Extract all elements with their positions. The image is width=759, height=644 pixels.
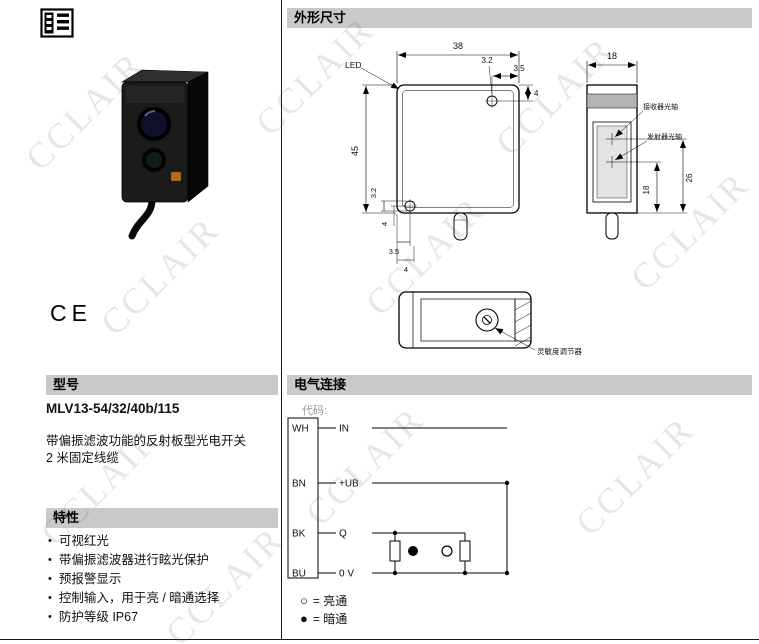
filled-circle-icon: ● <box>300 610 308 626</box>
front-dim-lines <box>360 51 533 264</box>
bullet-icon: • <box>48 554 52 566</box>
wire-label: BK <box>292 529 306 540</box>
section-title: 外形尺寸 <box>294 10 347 25</box>
product-photo <box>120 69 209 240</box>
mode-symbols <box>408 545 453 557</box>
dim-hole-edge-bottom: 4 <box>380 222 389 226</box>
sensor-body <box>120 69 209 203</box>
legend-label: = 亮通 <box>312 594 348 608</box>
legend-row-light-on: ○ = 亮通 <box>300 592 347 609</box>
front-dim-labels: LED 38 3.2 3.5 4 45 3.2 4 3.5 4 <box>345 41 539 274</box>
light-on-dot-icon <box>441 545 453 557</box>
sensitivity-adjuster-label: 灵敏度调节器 <box>537 346 582 356</box>
led-label: LED <box>345 60 362 70</box>
list-item: • 防护等级 IP67 <box>48 608 278 627</box>
model-description-line1: 带偏振滤波功能的反射板型光电开关 <box>46 434 247 448</box>
list-item: • 带偏振滤波器进行眩光保护 <box>48 551 278 570</box>
bullet-icon: • <box>48 592 52 604</box>
bullet-icon: • <box>48 611 52 623</box>
section-title: 型号 <box>53 377 80 392</box>
signal-label: 0 V <box>339 569 354 580</box>
side-dim-labels: 18 接收器光轴 发射器光轴 26 18 <box>607 51 694 194</box>
dimension-drawing: LED 38 3.2 3.5 4 45 3.2 4 3.5 4 <box>345 41 694 356</box>
bullet-icon: • <box>48 573 52 585</box>
dim-hole-dia-bottom: 3.2 <box>369 188 378 198</box>
wire-label: WH <box>292 424 309 435</box>
wire-label: BU <box>292 569 306 580</box>
section-header-electrical: 电气连接 <box>287 375 752 395</box>
section-header-model: 型号 <box>46 375 278 395</box>
dim-hole-offset-top: 3.5 <box>513 64 525 73</box>
dark-on-dot-icon <box>408 546 418 556</box>
junction-dots <box>392 480 510 576</box>
bullet-icon: • <box>48 535 52 547</box>
front-view <box>396 84 520 241</box>
dim-depth: 18 <box>607 51 617 61</box>
signal-label: Q <box>339 529 347 540</box>
legend-row-dark-on: ● = 暗通 <box>300 610 347 627</box>
emitter-axis-label: 发射器光轴 <box>647 132 682 141</box>
page-bottom-rule <box>0 639 759 640</box>
section-title: 特性 <box>53 510 80 525</box>
list-item: • 可视红光 <box>48 532 278 551</box>
dim-receiver-height: 26 <box>685 173 694 182</box>
signal-label: +UB <box>339 479 359 490</box>
side-view <box>586 84 638 240</box>
dim-width: 38 <box>453 41 463 51</box>
legend-label: = 暗通 <box>312 612 348 626</box>
feature-label: 可视红光 <box>58 534 109 548</box>
signal-label: IN <box>339 424 349 435</box>
model-description-line2: 2 米固定线缆 <box>46 451 119 465</box>
model-number: MLV13-54/32/40b/115 <box>46 401 180 416</box>
feature-label: 控制输入，用于亮 / 暗通选择 <box>58 591 220 605</box>
dim-bottom-offset-a: 3.5 <box>389 247 399 256</box>
column-divider <box>281 0 282 640</box>
list-item: • 控制输入，用于亮 / 暗通选择 <box>48 589 278 608</box>
ce-mark: CE <box>50 300 92 326</box>
bottom-view <box>398 291 536 351</box>
feature-label: 带偏振滤波器进行眩光保护 <box>58 553 209 567</box>
wiring-code-label: 代码: <box>302 405 328 417</box>
dim-emitter-height: 18 <box>642 185 651 194</box>
signal-labels: IN +UB Q 0 V <box>339 424 359 580</box>
open-circle-icon: ○ <box>300 592 308 608</box>
receiver-axis-label: 接收器光轴 <box>643 102 678 111</box>
section-title: 电气连接 <box>294 377 347 392</box>
wire-label: BN <box>292 479 306 490</box>
wiring-diagram: WH BN BK BU IN +UB Q 0 V <box>287 417 510 580</box>
dim-hole-edge-top: 4 <box>534 89 539 98</box>
dim-bottom-offset-b: 4 <box>404 265 408 274</box>
dim-height: 45 <box>350 146 360 156</box>
list-item: • 预报警显示 <box>48 570 278 589</box>
section-header-features: 特性 <box>46 508 278 528</box>
wire-labels: WH BN BK BU <box>292 424 309 580</box>
product-category-icon <box>40 8 74 38</box>
sensor-cable <box>128 196 156 240</box>
dim-hole-dia-top: 3.2 <box>481 56 493 65</box>
section-header-dimensions: 外形尺寸 <box>287 8 752 28</box>
terminal-box <box>287 417 319 579</box>
feature-label: 预报警显示 <box>58 572 122 586</box>
side-dim-lines <box>586 61 687 214</box>
features-list: • 可视红光 • 带偏振滤波器进行眩光保护 • 预报警显示 • 控制输入，用于亮 / 暗… <box>48 532 278 627</box>
feature-label: 防护等级 IP67 <box>58 610 139 624</box>
